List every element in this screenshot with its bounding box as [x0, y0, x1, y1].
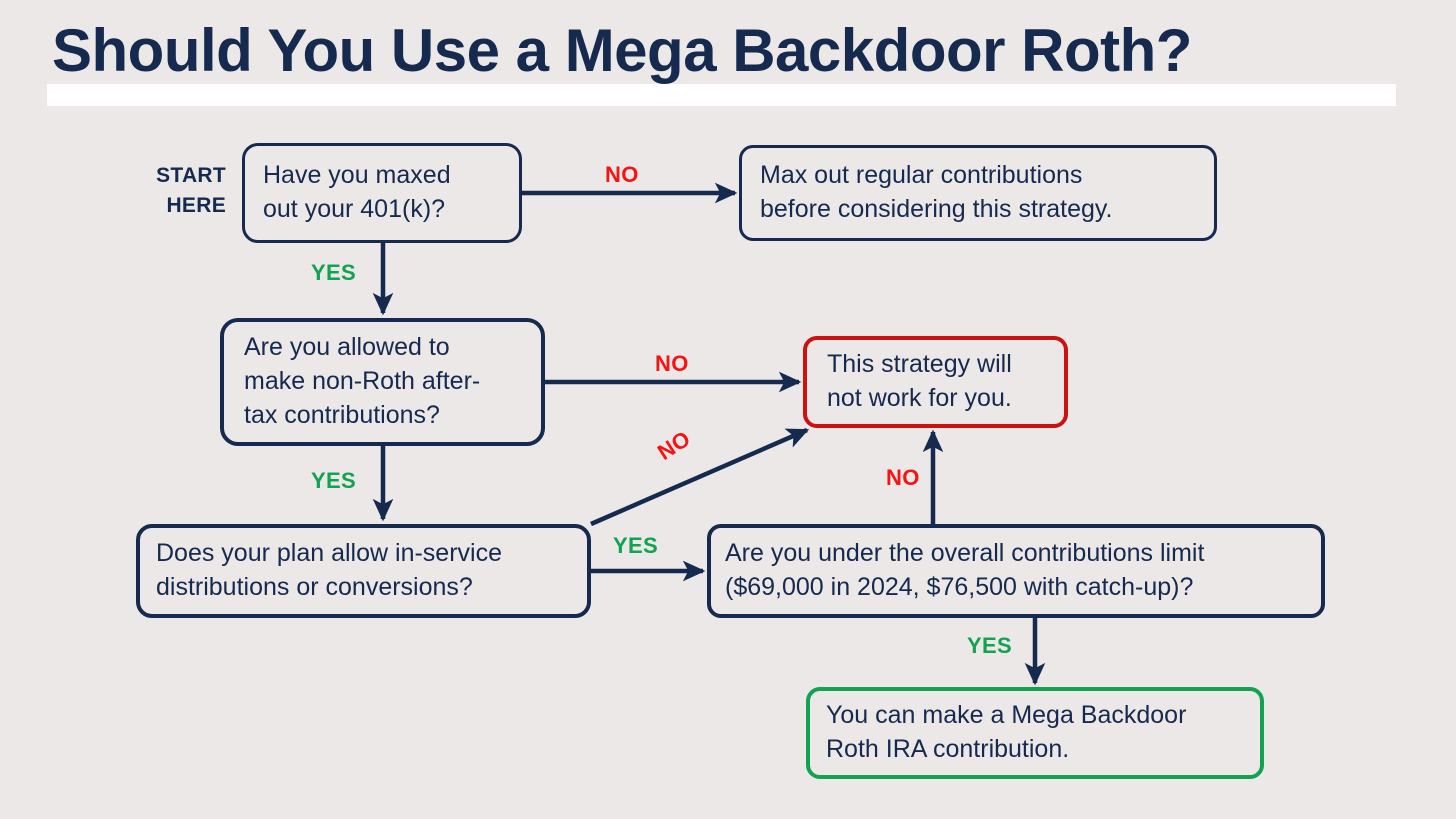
- node-mega-backdoor-roth-success-text: You can make a Mega Backdoor Roth IRA co…: [826, 701, 1187, 763]
- node-strategy-will-not-work-text: This strategy will not work for you.: [827, 350, 1012, 412]
- edge-no-inservice-to-wontwork: [590, 427, 810, 527]
- start-here-label: START HERE: [120, 161, 226, 222]
- page-title: Should You Use a Mega Backdoor Roth?: [52, 17, 1192, 84]
- edge-label-no-4: NO: [886, 465, 920, 490]
- node-non-roth-after-tax-text: Are you allowed to make non-Roth after- …: [244, 333, 481, 429]
- edge-label-yes-2: YES: [311, 468, 356, 493]
- node-non-roth-after-tax[interactable]: Are you allowed to make non-Roth after- …: [220, 318, 545, 446]
- edge-label-yes-4: YES: [967, 633, 1012, 658]
- start-here-line1: START: [156, 164, 226, 187]
- edge-label-no-1: NO: [605, 162, 639, 187]
- title-highlight-band: [47, 84, 1396, 106]
- edge-label-yes-1: YES: [311, 260, 356, 285]
- node-maxed-401k[interactable]: Have you maxed out your 401(k)?: [242, 143, 522, 243]
- node-in-service-distributions-text: Does your plan allow in-service distribu…: [156, 539, 502, 601]
- node-mega-backdoor-roth-success[interactable]: You can make a Mega Backdoor Roth IRA co…: [806, 687, 1264, 779]
- node-max-out-regular-contributions[interactable]: Max out regular contributions before con…: [739, 145, 1217, 241]
- start-here-line2: HERE: [166, 194, 226, 218]
- node-maxed-401k-text: Have you maxed out your 401(k)?: [263, 161, 451, 223]
- edge-label-yes-3: YES: [613, 533, 658, 558]
- node-in-service-distributions[interactable]: Does your plan allow in-service distribu…: [136, 524, 591, 618]
- edge-label-no-2: NO: [655, 351, 689, 376]
- node-max-out-regular-contributions-text: Max out regular contributions before con…: [760, 161, 1113, 223]
- node-strategy-will-not-work[interactable]: This strategy will not work for you.: [803, 336, 1068, 428]
- node-overall-contributions-limit[interactable]: Are you under the overall contributions …: [707, 524, 1325, 618]
- node-overall-contributions-limit-text: Are you under the overall contributions …: [725, 539, 1205, 601]
